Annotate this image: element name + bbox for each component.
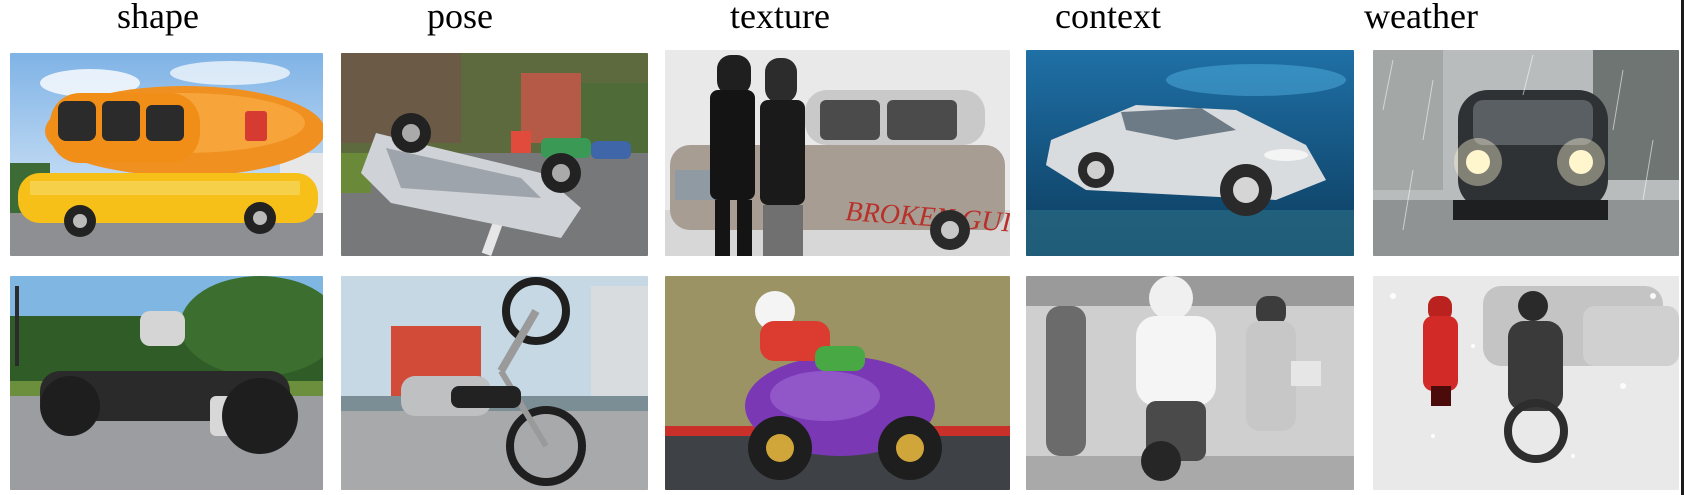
- image-weather-rain-car: [1373, 50, 1679, 256]
- hot-dog-vehicle-icon: [10, 53, 323, 256]
- purple-racing-motorbike-icon: [665, 276, 1010, 490]
- column-title-weather: weather: [1364, 0, 1478, 36]
- column-header-row: shape pose texture context weather: [0, 0, 1684, 48]
- car-in-rain-icon: [1373, 50, 1679, 256]
- column-title-texture: texture: [730, 0, 830, 36]
- image-texture-painted-car: BROKEN GUITARS: [665, 50, 1010, 256]
- futuristic-motorbike-icon: [10, 276, 323, 490]
- motorbike-in-snow-icon: [1373, 276, 1679, 490]
- column-title-context: context: [1055, 0, 1161, 36]
- image-texture-racing-bike: [665, 276, 1010, 490]
- underwater-sports-car-icon: [1026, 50, 1354, 256]
- overturned-car-icon: [341, 53, 648, 256]
- painted-car-with-people-icon: BROKEN GUITARS: [665, 50, 1010, 256]
- column-title-shape: shape: [117, 0, 199, 36]
- right-edge-rule: [1681, 0, 1684, 495]
- image-shape-hotdog-vehicle: [10, 53, 323, 256]
- image-context-astronaut-bike: [1026, 276, 1354, 490]
- column-title-pose: pose: [427, 0, 493, 36]
- image-shape-futuristic-bike: [10, 276, 323, 490]
- image-weather-snow-bike: [1373, 276, 1679, 490]
- motorbike-wheelie-stunt-icon: [341, 276, 648, 490]
- image-pose-wheelie-bike: [341, 276, 648, 490]
- image-pose-overturned-car: [341, 53, 648, 256]
- image-context-underwater-car: [1026, 50, 1354, 256]
- astronaut-on-motorbike-icon: [1026, 276, 1354, 490]
